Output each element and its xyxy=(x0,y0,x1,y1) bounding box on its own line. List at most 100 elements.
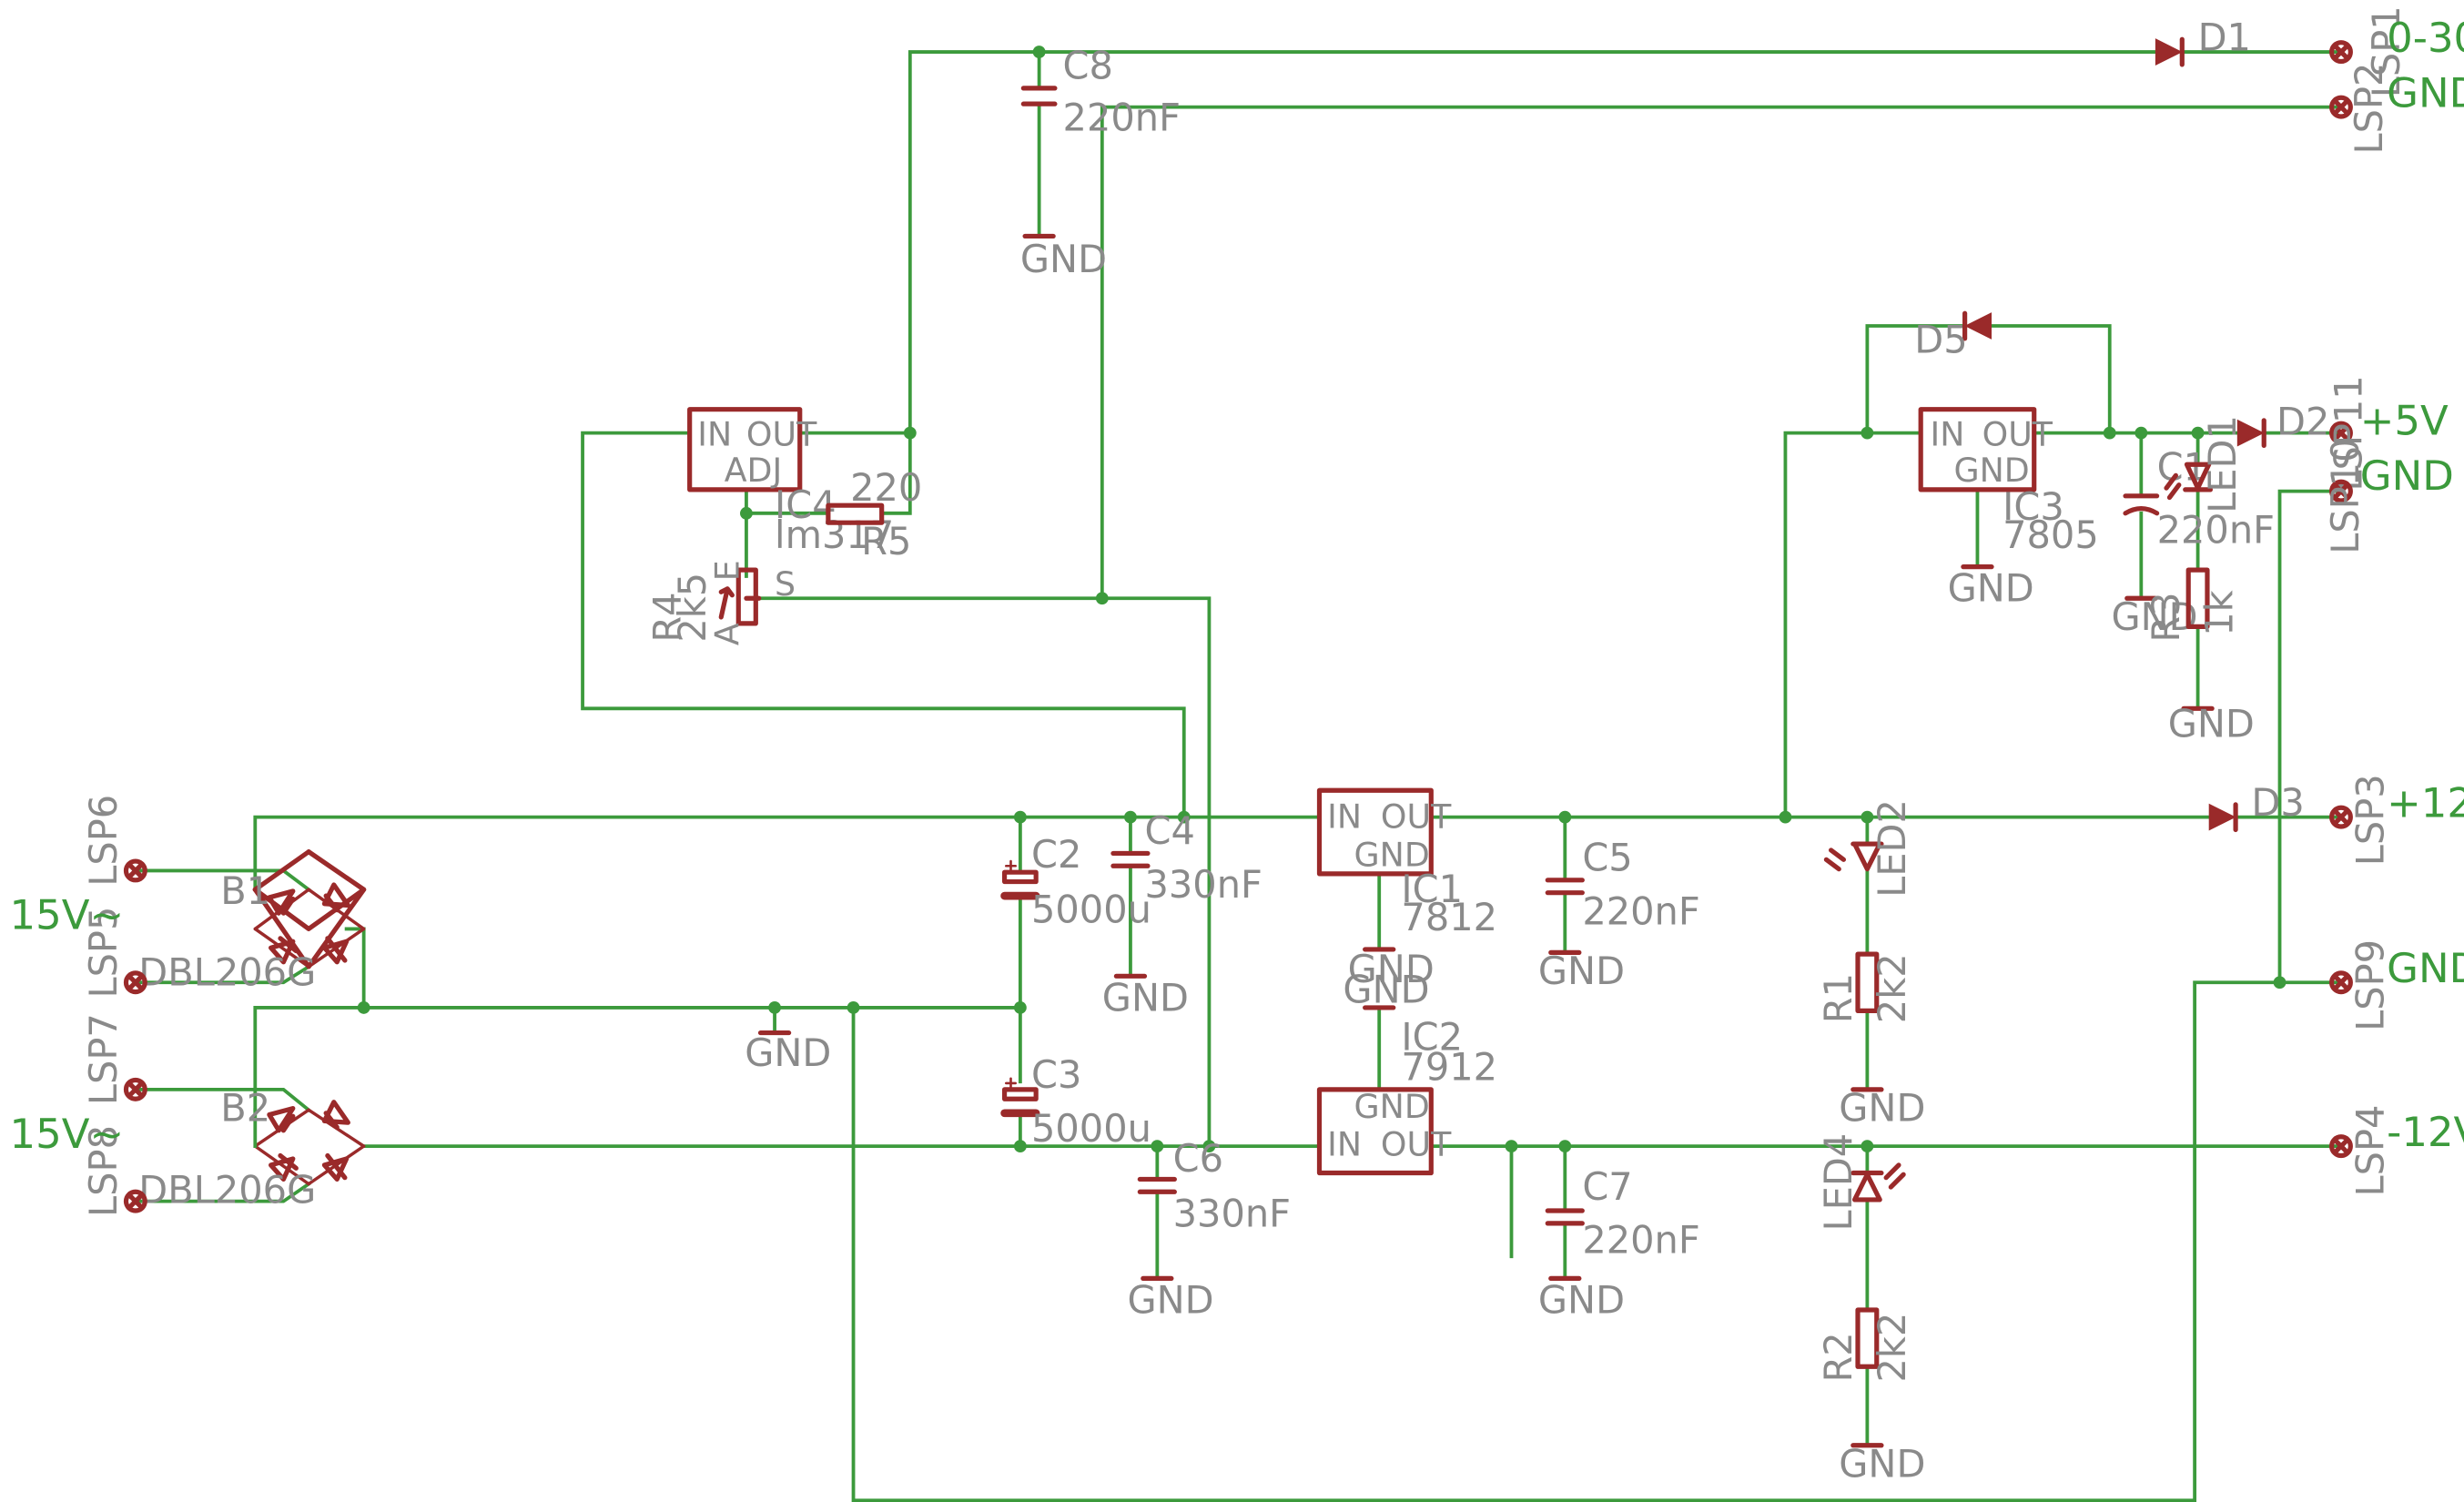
wire-d5-right xyxy=(1988,324,2112,435)
gnd-label: GND xyxy=(2168,701,2255,746)
wire-gnd-lsp2 xyxy=(1100,105,2343,601)
ic3-regulator: IN OUT GND IC3 7805 xyxy=(1918,407,2099,557)
ic2-pin-out: OUT xyxy=(1381,1124,1452,1163)
c4-value: 330nF xyxy=(1145,862,1262,907)
led1: LED1 xyxy=(2164,415,2245,513)
c7-value: 220nF xyxy=(1582,1218,1699,1263)
c6-value: 330nF xyxy=(1173,1191,1291,1235)
c3-value: 5000u xyxy=(1031,1106,1151,1151)
gnd-label: GND xyxy=(1127,1277,1213,1322)
d3-name: D3 xyxy=(2251,780,2304,825)
c8-capacitor: C8 220nF xyxy=(1020,43,1181,140)
ic4-pin-out: OUT xyxy=(746,414,817,453)
wire-lsp9 xyxy=(851,980,2343,1502)
led4: LED4 xyxy=(1816,1133,1906,1232)
wire-r4-wiper xyxy=(756,596,1212,1149)
c5-name: C5 xyxy=(1582,835,1632,879)
led2: LED2 xyxy=(1823,799,1914,898)
junction xyxy=(1013,1140,1027,1153)
led4-name: LED4 xyxy=(1816,1133,1861,1232)
gnd-label: GND xyxy=(1839,1085,1925,1130)
c8-value: 220nF xyxy=(1063,96,1181,140)
net-label-gnd-2: GND xyxy=(2360,452,2454,500)
gnd-c1: GND xyxy=(2111,594,2197,639)
ic2-pin-in: IN xyxy=(1327,1124,1362,1163)
lsp2-name: LSP2 xyxy=(2347,63,2391,155)
ic4-pin-adj: ADJ xyxy=(725,451,783,490)
lsp7-connector: LSP7 xyxy=(81,1013,147,1105)
ic2-name: IC2 xyxy=(1401,1015,1463,1060)
junction xyxy=(1558,810,1572,824)
c3-capacitor: C3 5000u xyxy=(1000,1052,1151,1151)
gnd-label: GND xyxy=(2111,594,2197,639)
ic1-pin-out: OUT xyxy=(1381,797,1452,837)
lsp3-name: LSP3 xyxy=(2348,774,2393,866)
junction xyxy=(1013,810,1027,824)
ic4-pin-in: IN xyxy=(697,414,732,453)
ic4-value: lm317 xyxy=(775,513,894,557)
wire-ic3-feed xyxy=(1783,431,1923,819)
c5-capacitor: C5 220nF xyxy=(1545,835,1700,933)
led2-name: LED2 xyxy=(1870,799,1914,898)
lsp3-connector: LSP3 +12V xyxy=(2329,774,2464,866)
wire-d5-left xyxy=(1865,324,1964,435)
r4-potentiometer: E A S R4 2k5 xyxy=(644,560,796,645)
b1-value: DBL206G xyxy=(138,950,316,995)
c2-value: 5000u xyxy=(1031,888,1151,932)
c6-capacitor: C6 330nF xyxy=(1137,1136,1291,1235)
junction xyxy=(2134,426,2148,440)
ic3-pin-in: IN xyxy=(1931,414,1965,453)
c8-name: C8 xyxy=(1063,43,1113,87)
lsp4-name: LSP4 xyxy=(2348,1105,2393,1197)
ic2-pin-gnd: GND xyxy=(1354,1087,1430,1126)
ic1-value: 7812 xyxy=(1401,895,1497,939)
net-label-5v: +5V xyxy=(2360,396,2449,444)
gnd-label: GND xyxy=(1343,968,1429,1012)
lsp11-name: LSP11 xyxy=(2326,375,2370,491)
junction xyxy=(768,1001,781,1014)
gnd-label: GND xyxy=(1348,947,1435,991)
gnd-label: GND xyxy=(745,1030,831,1075)
junction xyxy=(1124,810,1137,824)
gnd-c8: GND xyxy=(1020,233,1107,281)
r2-resistor: R2 2k2 xyxy=(1816,1307,1914,1383)
lsp2-connector: LSP2 GND xyxy=(2329,63,2464,155)
d1-name: D1 xyxy=(2198,15,2251,59)
d2-diode: D2 xyxy=(2236,399,2329,449)
gnd-c5: GND xyxy=(1538,949,1625,993)
lsp7-name: LSP7 xyxy=(81,1013,126,1105)
c5-value: 220nF xyxy=(1582,888,1699,933)
c2-capacitor: C2 5000u xyxy=(1000,832,1151,932)
gnd-ic2: GND xyxy=(1343,968,1429,1012)
net-label-ac-in-1: 15V~ xyxy=(9,890,124,939)
b1-name: B1 xyxy=(220,868,270,913)
ic3-pin-out: OUT xyxy=(1982,414,2053,453)
junction xyxy=(1095,592,1109,605)
junction xyxy=(903,426,917,440)
r4-pin-a: A xyxy=(707,623,746,645)
junction xyxy=(1861,810,1874,824)
r2-name: R2 xyxy=(1816,1332,1861,1382)
r4-name: R4 xyxy=(644,592,689,642)
net-label-gnd-1: GND xyxy=(2387,69,2464,117)
junctions xyxy=(357,46,2287,1153)
wire-lsp10 xyxy=(2277,489,2343,985)
junction xyxy=(1177,810,1191,824)
gnd-c6: GND xyxy=(1127,1275,1214,1322)
r2-value: 2k2 xyxy=(1870,1313,1914,1383)
r4-value: 2k5 xyxy=(670,573,715,643)
wire-b1-plus xyxy=(253,815,1322,892)
lsp5-connector: LSP5 xyxy=(81,907,147,999)
b2-name: B2 xyxy=(220,1085,270,1130)
lsp1-connector: LSP1 0-30V xyxy=(2329,5,2464,97)
wire-lsp7 xyxy=(133,1087,311,1113)
junction xyxy=(1013,1001,1027,1014)
junction xyxy=(1202,1140,1216,1153)
junction xyxy=(847,1001,860,1014)
ic1-pin-gnd: GND xyxy=(1354,835,1430,874)
wire-adj-out xyxy=(908,50,2159,435)
r1-resistor: R1 2k2 xyxy=(1816,951,1914,1023)
c3-name: C3 xyxy=(1031,1052,1081,1097)
gnd-c7: GND xyxy=(1538,1275,1625,1322)
ic3-name: IC3 xyxy=(2003,484,2064,529)
